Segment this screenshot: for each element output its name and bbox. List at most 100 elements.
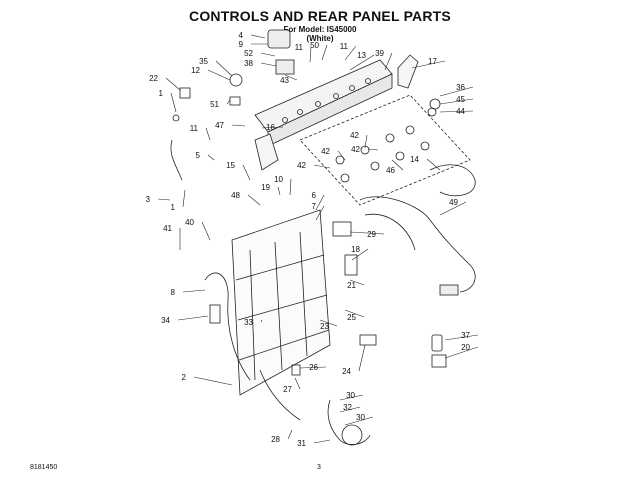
part-callout-1: 1 <box>171 203 176 212</box>
part-callout-42: 42 <box>297 161 306 170</box>
part-callout-12: 12 <box>191 66 200 75</box>
part-callout-38: 38 <box>244 59 253 68</box>
callout-leader-line <box>339 406 361 413</box>
callout-leader-line <box>349 231 385 235</box>
callout-leader-line <box>294 377 301 390</box>
callout-leader-line <box>344 309 365 318</box>
callout-leader-line <box>315 205 325 221</box>
part-callout-14: 14 <box>410 155 419 164</box>
part-callout-1: 1 <box>159 89 164 98</box>
callout-leader-line <box>349 279 365 286</box>
part-callout-16: 16 <box>266 123 275 132</box>
callout-leader-line <box>367 148 379 151</box>
callout-leader-line <box>439 98 474 105</box>
callout-leader-line <box>411 60 446 69</box>
model-line: For Model: IS45000 <box>283 25 357 34</box>
part-callout-15: 15 <box>226 161 235 170</box>
part-callout-33: 33 <box>244 318 253 327</box>
callout-leader-line <box>349 54 375 71</box>
callout-leader-line <box>177 315 209 321</box>
callout-leader-line <box>242 164 251 181</box>
callout-leader-line <box>170 92 177 113</box>
callout-leader-line <box>182 289 206 293</box>
callout-leader-line <box>207 154 215 161</box>
part-callout-49: 49 <box>449 198 458 207</box>
part-callout-31: 31 <box>297 439 306 448</box>
part-callout-40: 40 <box>185 218 194 227</box>
callout-leader-line <box>231 124 246 127</box>
callout-leader-line <box>261 126 284 129</box>
callout-leader-line <box>226 99 231 105</box>
part-callout-4: 4 <box>239 31 244 40</box>
callout-leader-line <box>182 189 186 208</box>
page-title: CONTROLS AND REAR PANEL PARTS <box>189 8 451 24</box>
callout-leader-line <box>339 394 364 401</box>
part-callout-52: 52 <box>244 49 253 58</box>
part-callout-45: 45 <box>456 95 465 104</box>
knob-tray <box>299 94 471 206</box>
document-number: 8181450 <box>30 464 58 471</box>
callout-leader-line <box>289 178 292 196</box>
part-callout-5: 5 <box>196 151 201 160</box>
part-callout-20: 20 <box>461 343 470 352</box>
part-callout-30: 30 <box>356 413 365 422</box>
callout-leader-line <box>313 164 331 169</box>
part-callout-44: 44 <box>456 107 465 116</box>
part-callout-25: 25 <box>347 313 356 322</box>
callout-leader-line <box>391 159 404 171</box>
drain-hose <box>327 399 371 446</box>
part-callout-32: 32 <box>343 403 352 412</box>
callout-leader-line <box>344 416 374 426</box>
callout-leader-line <box>299 366 327 369</box>
part-callout-42: 42 <box>321 147 330 156</box>
callout-leader-line <box>215 60 233 77</box>
part-callout-46: 46 <box>386 166 395 175</box>
part-callout-11: 11 <box>190 124 199 133</box>
part-callout-8: 8 <box>171 288 176 297</box>
part-callout-36: 36 <box>456 83 465 92</box>
wire-harness <box>359 164 476 296</box>
callout-leader-line <box>321 44 328 61</box>
part-callout-24: 24 <box>342 367 351 376</box>
callout-leader-line <box>287 429 293 440</box>
part-callout-22: 22 <box>149 74 158 83</box>
callout-leader-line <box>205 127 211 141</box>
hoses <box>170 139 301 421</box>
model-subtitle: For Model: IS45000 (White) <box>0 25 640 43</box>
part-callout-48: 48 <box>231 191 240 200</box>
callout-leader-line <box>439 110 474 113</box>
part-callout-30: 30 <box>346 391 355 400</box>
part-callout-2: 2 <box>182 373 187 382</box>
callout-leader-line <box>439 201 467 216</box>
color-line: (White) <box>306 34 334 43</box>
part-callout-18: 18 <box>351 245 360 254</box>
callout-leader-line <box>426 158 441 171</box>
callout-leader-line <box>250 34 266 39</box>
callout-leader-line <box>165 77 181 91</box>
callout-leader-line <box>277 186 281 196</box>
callout-leader-line <box>309 46 312 63</box>
part-callout-19: 19 <box>261 183 270 192</box>
callout-leader-line <box>157 198 171 201</box>
part-callout-3: 3 <box>146 195 151 204</box>
part-callout-13: 13 <box>357 51 366 60</box>
callout-leader-line <box>358 344 366 372</box>
rear-panel <box>231 209 331 396</box>
timer-assembly <box>229 29 295 106</box>
callout-leader-line <box>444 346 479 359</box>
page-number: 3 <box>317 464 321 471</box>
part-callout-6: 6 <box>312 191 317 200</box>
callout-leader-line <box>315 194 325 211</box>
part-callout-11: 11 <box>340 42 349 51</box>
callout-leader-line <box>247 194 261 206</box>
part-callout-42: 42 <box>350 131 359 140</box>
right-end-cap <box>397 54 419 89</box>
part-callout-27: 27 <box>283 385 292 394</box>
part-callout-42: 42 <box>351 145 360 154</box>
part-callout-7: 7 <box>312 202 317 211</box>
part-callout-28: 28 <box>271 435 280 444</box>
console-end-cap <box>254 133 279 171</box>
part-callout-43: 43 <box>280 76 289 85</box>
control-console <box>254 59 393 147</box>
callout-leader-line <box>207 69 231 81</box>
